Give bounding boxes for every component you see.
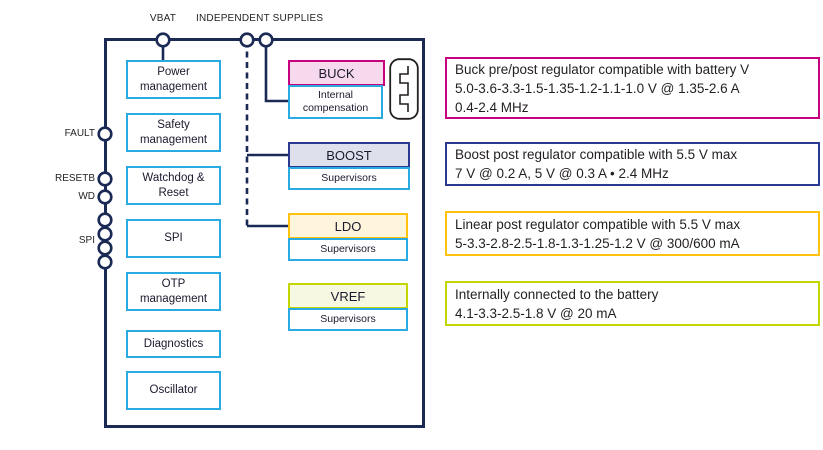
buck-description-line: 0.4-2.4 MHz [455,99,529,115]
vref-description-line: Internally connected to the battery [455,286,659,302]
ldo-description-box: Linear post regulator compatible with 5.… [445,211,820,256]
wd-pin-label: WD [78,191,95,202]
vref-supervisors-block: Supervisors [288,308,408,331]
ldo-description-line: 5-3.3-2.8-2.5-1.8-1.3-1.25-1.2 V @ 300/6… [455,235,740,251]
external-mosfet-icon [389,58,419,120]
resetb-pin-label: RESETB [54,173,95,184]
spi-pin-label: SPI [78,235,95,246]
boost-description-line: 7 V @ 0.2 A, 5 V @ 0.3 A • 2.4 MHz [455,166,669,181]
boost-block-header: BOOST [288,142,410,168]
block-power-management: Power management [126,60,221,99]
buck-description-line: 5.0-3.6-3.3-1.5-1.35-1.2-1.1-1.0 V @ 1.3… [455,80,740,96]
block-otp-management: OTP management [126,272,221,311]
ldo-supervisors-block: Supervisors [288,238,408,261]
fault-pin-label: FAULT [64,128,95,139]
vref-description-box: Internally connected to the battery 4.1-… [445,281,820,326]
vref-block-header: VREF [288,283,408,309]
vref-description-line: 4.1-3.3-2.5-1.8 V @ 20 mA [455,305,617,321]
block-spi: SPI [126,219,221,258]
buck-description-box: Buck pre/post regulator compatible with … [445,57,820,119]
buck-internal-compensation-block: Internal compensation [288,85,383,119]
vbat-pin-label: VBAT [149,13,177,24]
block-diagnostics: Diagnostics [126,330,221,358]
block-safety-management: Safety management [126,113,221,152]
buck-block-header: BUCK [288,60,385,86]
block-watchdog-reset: Watchdog & Reset [126,166,221,205]
boost-description-box: Boost post regulator compatible with 5.5… [445,142,820,186]
boost-description-line: Boost post regulator compatible with 5.5… [455,147,738,162]
independent-supplies-label: INDEPENDENT SUPPLIES [196,13,324,24]
boost-supervisors-block: Supervisors [288,167,410,190]
ldo-block-header: LDO [288,213,408,239]
ldo-description-line: Linear post regulator compatible with 5.… [455,216,741,232]
buck-description-line: Buck pre/post regulator compatible with … [455,61,750,77]
block-oscillator: Oscillator [126,371,221,410]
